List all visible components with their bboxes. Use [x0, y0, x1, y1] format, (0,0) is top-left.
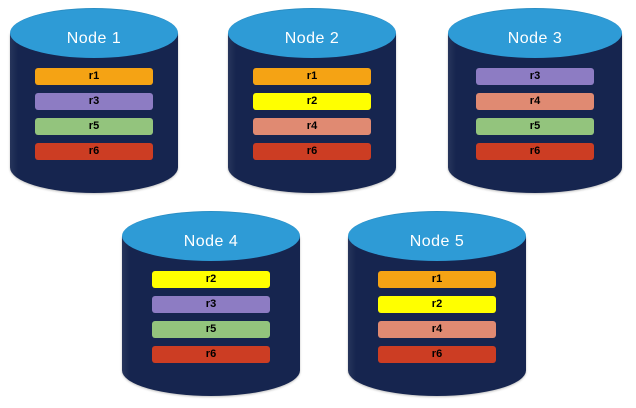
replica-bar-r2[interactable]: r2: [152, 271, 270, 288]
node-5-label: Node 5: [409, 233, 465, 250]
node-1-cylinder[interactable]: Node 1 r1 r3 r5 r6: [10, 8, 178, 193]
replica-bar-r4[interactable]: r4: [476, 93, 594, 110]
replica-bar-r6[interactable]: r6: [378, 346, 496, 363]
replica-bar-r2[interactable]: r2: [253, 93, 371, 110]
replica-bar-r4[interactable]: r4: [253, 118, 371, 135]
replica-bar-r2[interactable]: r2: [378, 296, 496, 313]
replica-bar-r3[interactable]: r3: [35, 93, 153, 110]
replica-bar-r6[interactable]: r6: [152, 346, 270, 363]
node-4-cylinder[interactable]: Node 4 r2 r3 r5 r6: [122, 211, 300, 396]
node-1-label: Node 1: [66, 30, 122, 47]
node-1-replica-list: r1 r3 r5 r6: [10, 68, 178, 160]
replica-bar-r5[interactable]: r5: [476, 118, 594, 135]
node-1-top-ellipse: [10, 8, 178, 58]
node-3-replica-list: r3 r4 r5 r6: [448, 68, 622, 160]
replica-bar-r1[interactable]: r1: [35, 68, 153, 85]
node-4-label: Node 4: [183, 233, 239, 250]
replica-bar-r6[interactable]: r6: [476, 143, 594, 160]
replica-bar-r5[interactable]: r5: [152, 321, 270, 338]
replica-bar-r3[interactable]: r3: [476, 68, 594, 85]
node-2-replica-list: r1 r2 r4 r6: [228, 68, 396, 160]
node-3-cylinder[interactable]: Node 3 r3 r4 r5 r6: [448, 8, 622, 193]
replica-bar-r6[interactable]: r6: [35, 143, 153, 160]
node-2-top-ellipse: [228, 8, 396, 58]
node-4-top-ellipse: [122, 211, 300, 261]
node-5-replica-list: r1 r2 r4 r6: [348, 271, 526, 363]
node-3-top-ellipse: [448, 8, 622, 58]
node-5-top-ellipse: [348, 211, 526, 261]
replica-bar-r3[interactable]: r3: [152, 296, 270, 313]
node-3-label: Node 3: [507, 30, 563, 47]
replica-bar-r6[interactable]: r6: [253, 143, 371, 160]
node-4-replica-list: r2 r3 r5 r6: [122, 271, 300, 363]
replica-bar-r4[interactable]: r4: [378, 321, 496, 338]
node-5-cylinder[interactable]: Node 5 r1 r2 r4 r6: [348, 211, 526, 396]
replica-bar-r5[interactable]: r5: [35, 118, 153, 135]
replica-bar-r1[interactable]: r1: [378, 271, 496, 288]
node-2-cylinder[interactable]: Node 2 r1 r2 r4 r6: [228, 8, 396, 193]
replica-bar-r1[interactable]: r1: [253, 68, 371, 85]
node-5-body: [348, 236, 526, 396]
node-2-label: Node 2: [284, 30, 340, 47]
